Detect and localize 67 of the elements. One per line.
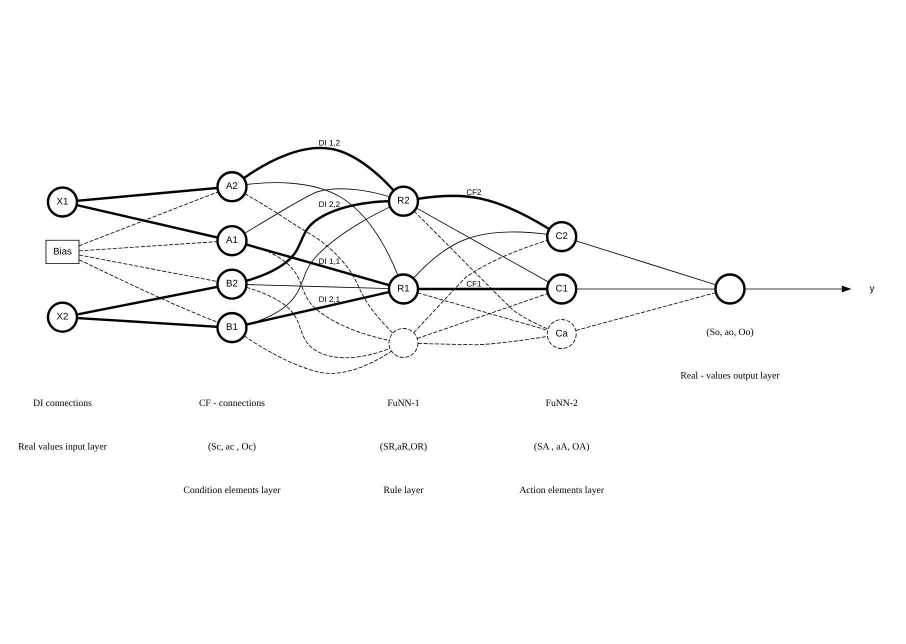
node-circle: X2 bbox=[46, 301, 78, 333]
connector bbox=[246, 200, 390, 282]
label: Real values input layer bbox=[18, 441, 107, 452]
connector bbox=[78, 259, 219, 323]
connector bbox=[416, 208, 550, 283]
connector bbox=[76, 316, 218, 328]
connector bbox=[418, 194, 550, 230]
edge-label: DI 2,2 bbox=[318, 200, 340, 209]
node-circle: C1 bbox=[546, 273, 578, 305]
connector bbox=[244, 335, 392, 374]
connector bbox=[244, 193, 393, 334]
connector bbox=[76, 186, 218, 202]
connector bbox=[78, 254, 218, 282]
connector bbox=[76, 204, 218, 239]
edge-label: CF1 bbox=[466, 280, 482, 289]
edge-label: CF2 bbox=[466, 188, 482, 197]
node-circle: Ca bbox=[546, 319, 577, 349]
connector bbox=[246, 284, 390, 289]
node-circle: R1 bbox=[388, 273, 420, 305]
connector bbox=[243, 146, 394, 192]
connector bbox=[246, 243, 390, 341]
node-circle: C2 bbox=[546, 220, 578, 252]
label: (SA , aA, OA) bbox=[534, 441, 590, 452]
connector bbox=[576, 288, 716, 290]
connector bbox=[246, 182, 398, 276]
edge-label: DI 1,1 bbox=[318, 257, 340, 266]
label: FuNN-1 bbox=[387, 398, 420, 409]
label: FuNN-2 bbox=[546, 398, 578, 409]
node-circle: R2 bbox=[388, 186, 420, 217]
label: Rule layer bbox=[384, 484, 424, 496]
connector bbox=[575, 292, 716, 331]
node-circle bbox=[388, 328, 418, 358]
connector bbox=[246, 290, 390, 326]
edge-label: DI 2,1 bbox=[318, 294, 340, 304]
connector bbox=[244, 188, 390, 234]
node-text: y bbox=[870, 283, 875, 294]
arrow bbox=[744, 286, 852, 292]
label: (SR,aR,OR) bbox=[380, 441, 428, 452]
edge-label: DI 1,2 bbox=[318, 138, 340, 148]
connector bbox=[76, 286, 218, 316]
label: Condition elements layer bbox=[183, 484, 281, 496]
connector bbox=[418, 336, 548, 346]
node-box: Bias bbox=[46, 240, 80, 264]
connector bbox=[414, 210, 548, 330]
label: Action elements layer bbox=[519, 484, 604, 496]
node-circle bbox=[714, 273, 746, 305]
label: CF - connections bbox=[198, 398, 265, 409]
node-circle: X1 bbox=[46, 186, 78, 218]
connector bbox=[416, 293, 548, 339]
node-circle: A1 bbox=[216, 224, 248, 256]
label: (So, ao, Oo) bbox=[706, 326, 754, 338]
connector bbox=[414, 240, 548, 333]
connector bbox=[413, 232, 548, 279]
label: Real - values output layer bbox=[680, 370, 780, 382]
label: (Sc, ac , Oc) bbox=[208, 441, 256, 452]
label: DI connections bbox=[33, 398, 92, 409]
connector bbox=[246, 287, 390, 358]
connector bbox=[78, 241, 218, 252]
connector bbox=[78, 191, 219, 246]
connector bbox=[246, 206, 390, 326]
connector bbox=[575, 240, 716, 286]
connector bbox=[418, 288, 548, 290]
node-circle: B2 bbox=[216, 268, 248, 300]
connector bbox=[246, 243, 390, 286]
connector bbox=[417, 292, 548, 331]
node-circle: B1 bbox=[216, 312, 248, 344]
node-circle: A2 bbox=[216, 171, 248, 202]
